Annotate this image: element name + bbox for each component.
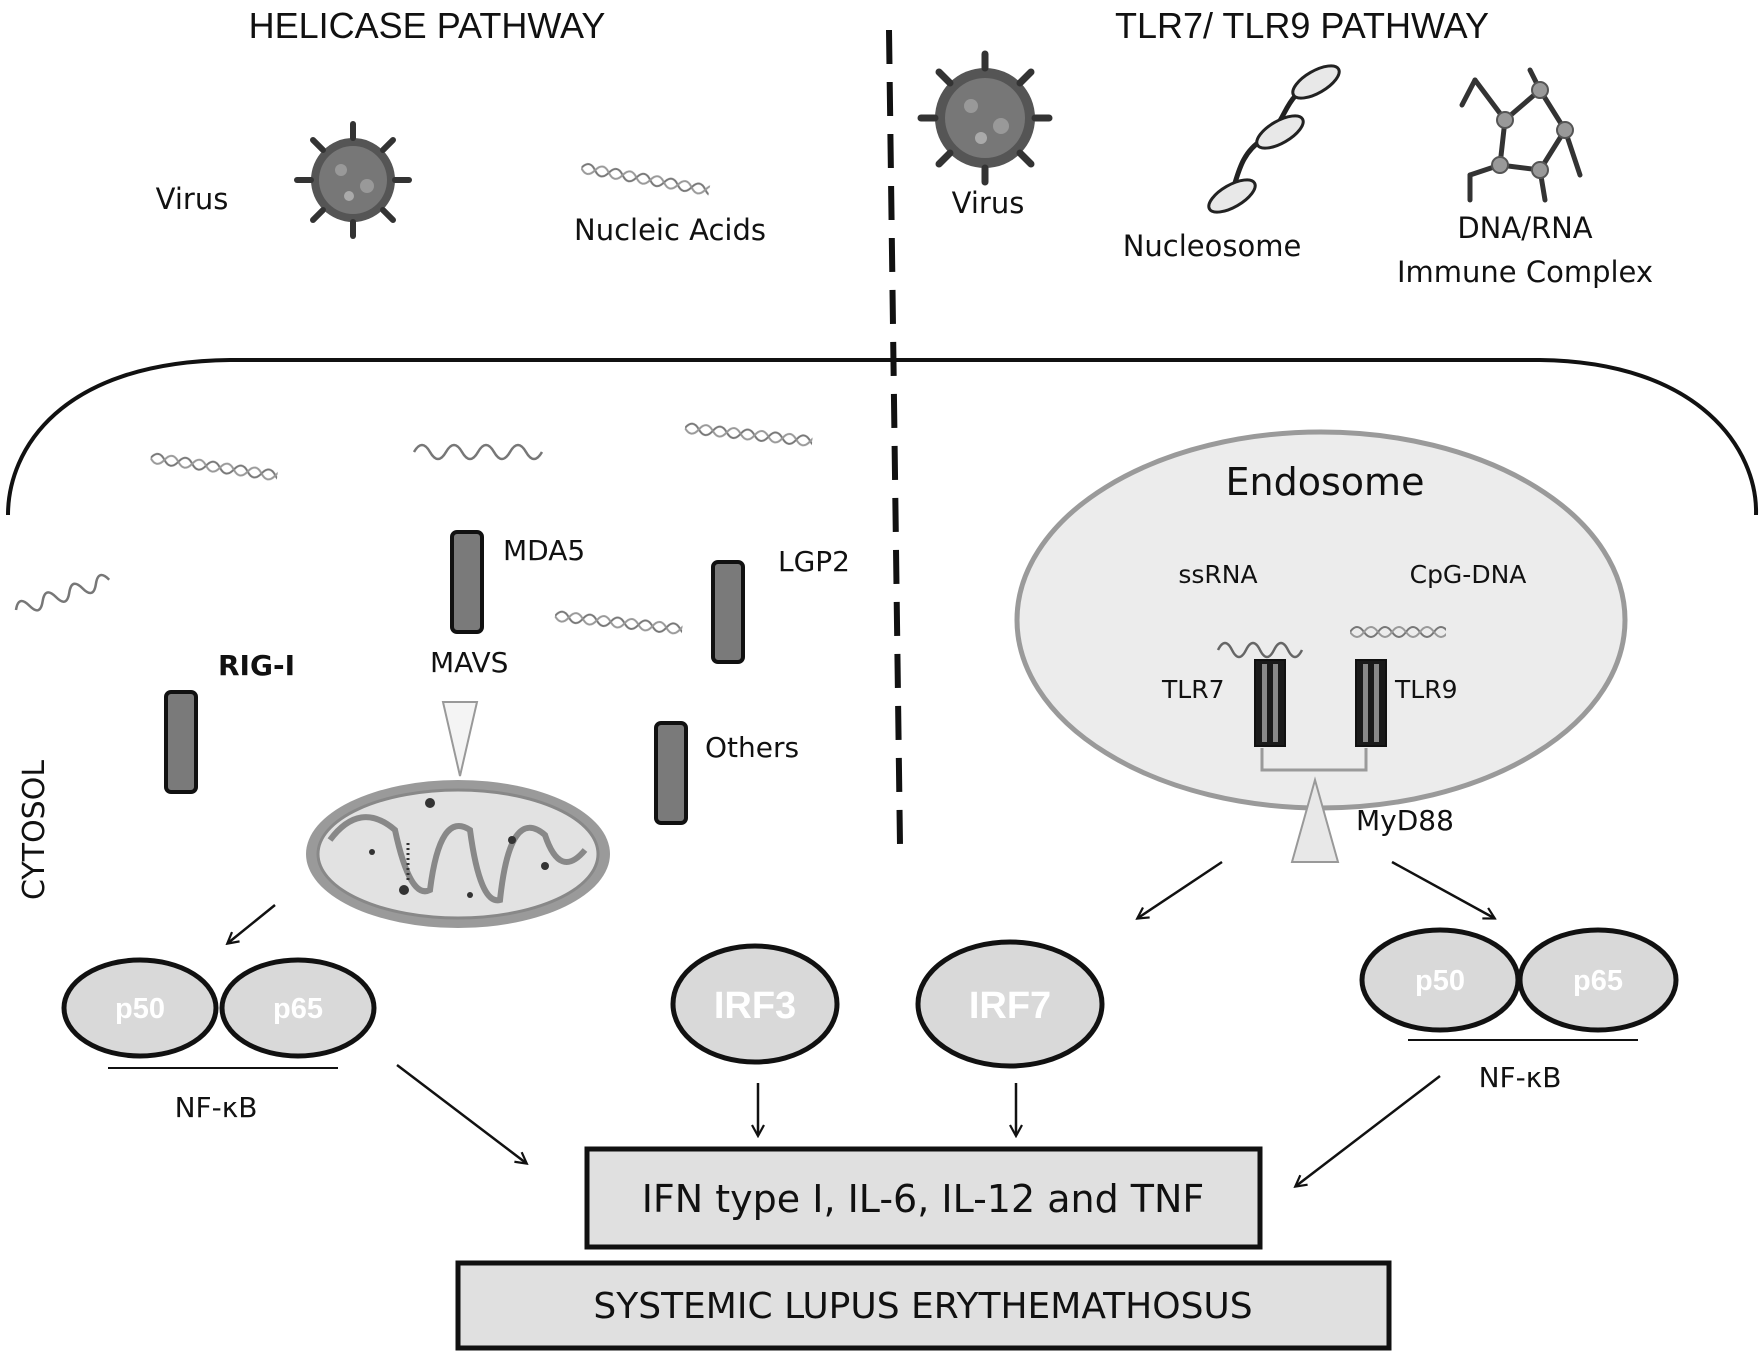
- p65-subunit-left: [219, 957, 377, 1059]
- myd88-triangle: [1290, 776, 1340, 863]
- tlr9-receptor: [1355, 659, 1387, 747]
- nfkb-complex-right: p50 p65 NF-κB: [1359, 927, 1679, 1094]
- pathway-divider: [886, 29, 903, 846]
- tlr-connector: [1260, 748, 1368, 772]
- ssrna-icon: [1216, 641, 1304, 659]
- lgp2-label: LGP2: [778, 545, 850, 578]
- rig-i-receptor: [164, 690, 198, 794]
- virus-label-left: Virus: [156, 182, 229, 216]
- others-label: Others: [705, 731, 799, 764]
- p50-label-right: p50: [1415, 965, 1465, 997]
- mitochondrion-icon: [306, 780, 610, 928]
- virus-label-right: Virus: [952, 186, 1025, 220]
- nucleic-acids-label: Nucleic Acids: [574, 213, 766, 247]
- p50-label-left: p50: [115, 993, 165, 1025]
- p65-label-right: p65: [1573, 965, 1623, 997]
- dna-icon-nucleic-acids: [579, 158, 712, 201]
- p50-subunit-left: [61, 957, 219, 1059]
- cytosol-label: CYTOSOL: [17, 760, 52, 900]
- nucleosome-label: Nucleosome: [1123, 229, 1302, 263]
- nucleosome-icon: [1207, 64, 1341, 214]
- dna-icon-cytosol-2: [683, 418, 814, 452]
- myd88-label: MyD88: [1356, 804, 1454, 837]
- endosome-title: Endosome: [1226, 460, 1425, 504]
- virus-icon-left: [294, 121, 412, 239]
- irf3-label: IRF3: [714, 985, 796, 1027]
- tlr7-receptor: [1254, 659, 1286, 747]
- p65-subunit-right: [1517, 927, 1679, 1033]
- ssrna-label: ssRNA: [1178, 560, 1257, 589]
- tlr9-label: TLR9: [1394, 675, 1457, 704]
- rna-icon-cytosol-1: [412, 443, 544, 461]
- arrow-nfkb-right-to-cytokines: [1296, 1075, 1441, 1186]
- dna-icon-cytosol-1: [149, 448, 279, 486]
- irf7-label: IRF7: [969, 985, 1051, 1027]
- cytokines-label: IFN type I, IL-6, IL-12 and TNF: [642, 1177, 1205, 1221]
- tlr-pathway-title: TLR7/ TLR9 PATHWAY: [1115, 5, 1489, 46]
- rig-i-label: RIG-I: [218, 649, 295, 682]
- helicase-pathway-title: HELICASE PATHWAY: [249, 5, 606, 46]
- tlr7-label: TLR7: [1161, 675, 1224, 704]
- arrow-myd88-to-nfkb: [1391, 860, 1494, 918]
- immune-complex-label-line1: DNA/RNA: [1457, 211, 1592, 245]
- irf7-oval: [915, 939, 1105, 1069]
- disease-label: SYSTEMIC LUPUS ERYTHEMATHOSUS: [593, 1286, 1252, 1327]
- nfkb-label-right: NF-κB: [1479, 1061, 1562, 1094]
- mavs-triangle: [441, 701, 479, 777]
- mda5-label: MDA5: [503, 534, 585, 567]
- arrow-nfkb-left-to-cytokines: [396, 1064, 526, 1163]
- cytokines-box: [584, 1146, 1263, 1250]
- cpg-dna-icon: [1350, 622, 1446, 640]
- cpg-dna-label: CpG-DNA: [1410, 560, 1527, 589]
- irf3-oval: [670, 943, 840, 1065]
- cell-membrane: [6, 358, 1759, 516]
- lgp2-receptor: [711, 560, 745, 664]
- arrow-mito-to-nfkb: [228, 904, 276, 943]
- mavs-label: MAVS: [430, 646, 508, 679]
- arrow-myd88-to-irf: [1138, 860, 1223, 918]
- disease-box: [455, 1260, 1392, 1351]
- dna-icon-cytosol-3: [553, 606, 684, 640]
- p65-label-left: p65: [273, 993, 323, 1025]
- rna-icon-cytosol-2: [14, 573, 111, 612]
- immune-complex-icon: [1459, 67, 1583, 203]
- nfkb-label-left: NF-κB: [175, 1091, 258, 1124]
- nfkb-complex-left: p50 p65 NF-κB: [61, 957, 377, 1124]
- others-receptor: [654, 721, 688, 825]
- virus-icon-right: [917, 50, 1053, 186]
- mda5-receptor: [450, 530, 484, 634]
- immune-complex-label-line2: Immune Complex: [1397, 255, 1653, 289]
